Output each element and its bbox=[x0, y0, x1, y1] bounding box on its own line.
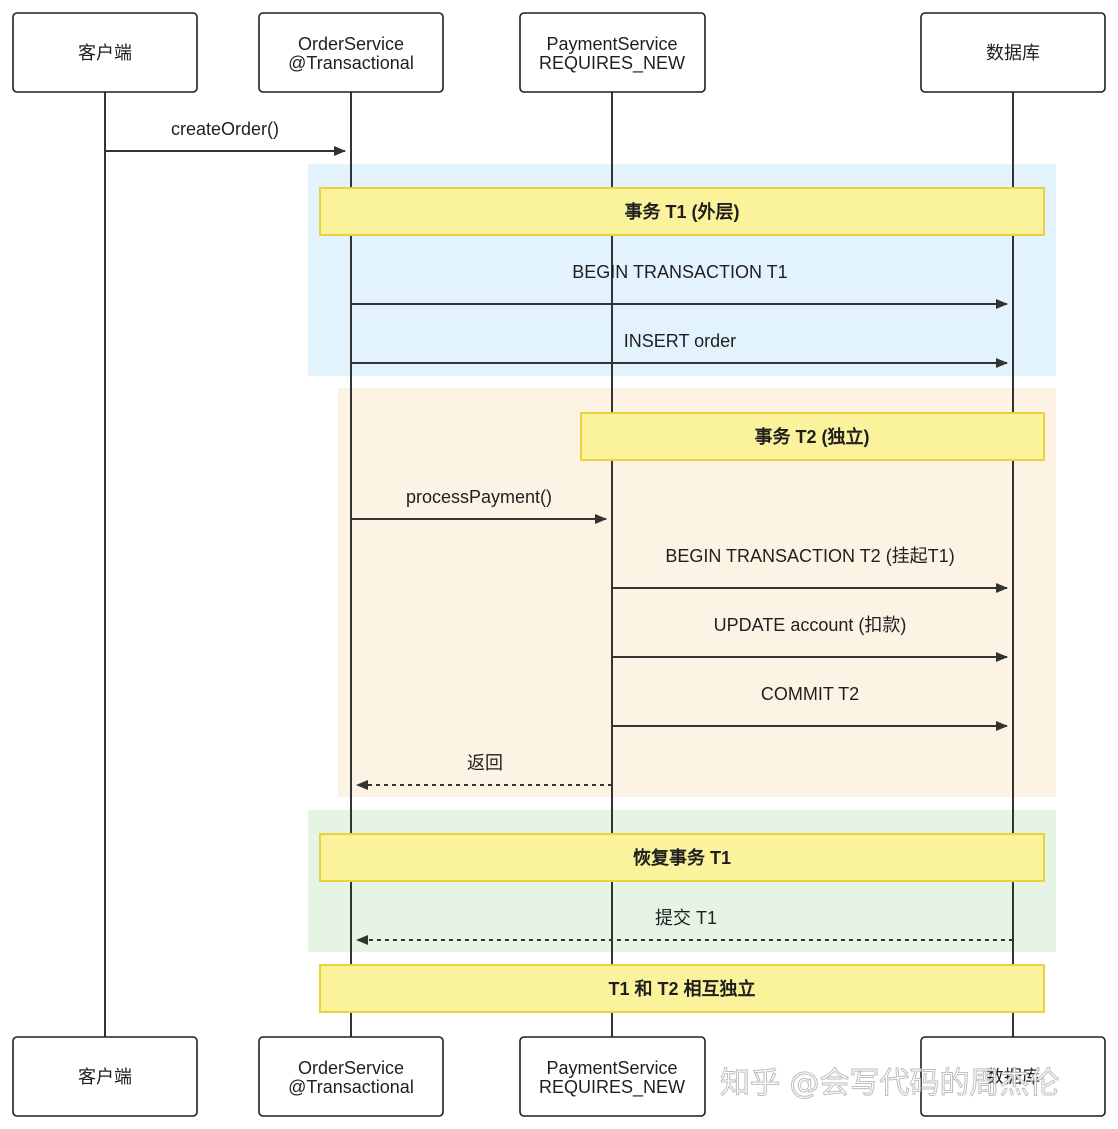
watermark: 知乎 @会写代码的周杰伦 bbox=[720, 1066, 1060, 1101]
note-t1-t2-independent: T1 和 T2 相互独立 bbox=[319, 964, 1045, 1013]
actor-label: 数据库 bbox=[986, 1067, 1040, 1087]
message-process-payment: processPayment() bbox=[351, 487, 607, 524]
message-label: INSERT order bbox=[624, 331, 736, 351]
note-label: 恢复事务 T1 bbox=[633, 847, 731, 868]
message-commit-t2: COMMIT T2 bbox=[612, 684, 1008, 731]
note-label: 事务 T2 (独立) bbox=[755, 426, 870, 447]
message-begin-t2: BEGIN TRANSACTION T2 (挂起T1) bbox=[612, 546, 1008, 593]
note-resume-t1: 恢复事务 T1 bbox=[319, 833, 1045, 882]
message-label: 返回 bbox=[467, 753, 503, 773]
message-label: UPDATE account (扣款) bbox=[714, 615, 907, 635]
actor-database-top: 数据库 bbox=[920, 12, 1106, 93]
actor-client-bottom: 客户端 bbox=[12, 1036, 198, 1117]
actor-label: 数据库 bbox=[986, 43, 1040, 63]
note-t2-independent: 事务 T2 (独立) bbox=[580, 412, 1045, 461]
actor-label-line1: PaymentService bbox=[546, 34, 677, 54]
actor-order-service-top: OrderService @Transactional bbox=[258, 12, 444, 93]
actor-label-line2: @Transactional bbox=[288, 53, 414, 73]
actor-client-top: 客户端 bbox=[12, 12, 198, 93]
actor-label: 客户端 bbox=[78, 1067, 132, 1087]
note-label: 事务 T1 (外层) bbox=[625, 201, 740, 222]
actor-label-line1: OrderService bbox=[298, 34, 404, 54]
actor-label-line2: REQUIRES_NEW bbox=[539, 1077, 685, 1098]
message-label: BEGIN TRANSACTION T2 (挂起T1) bbox=[665, 546, 954, 566]
message-label: createOrder() bbox=[171, 119, 279, 139]
message-commit-t1: 提交 T1 bbox=[356, 908, 1013, 945]
note-t1-outer: 事务 T1 (外层) bbox=[319, 187, 1045, 236]
actor-payment-service-bottom: PaymentService REQUIRES_NEW bbox=[519, 1036, 706, 1117]
message-label: BEGIN TRANSACTION T1 bbox=[572, 262, 787, 282]
actor-payment-service-top: PaymentService REQUIRES_NEW bbox=[519, 12, 706, 93]
message-return: 返回 bbox=[356, 753, 612, 790]
actor-label: 客户端 bbox=[78, 43, 132, 63]
actor-label-line1: OrderService bbox=[298, 1058, 404, 1078]
actor-database-bottom: 数据库 bbox=[920, 1036, 1106, 1117]
note-label: T1 和 T2 相互独立 bbox=[608, 978, 755, 999]
message-label: processPayment() bbox=[406, 487, 552, 507]
message-create-order: createOrder() bbox=[105, 119, 346, 156]
actor-order-service-bottom: OrderService @Transactional bbox=[258, 1036, 444, 1117]
message-label: 提交 T1 bbox=[655, 908, 717, 928]
message-update-account: UPDATE account (扣款) bbox=[612, 615, 1008, 662]
message-label: COMMIT T2 bbox=[761, 684, 859, 704]
message-begin-t1: BEGIN TRANSACTION T1 bbox=[351, 262, 1008, 309]
message-insert-order: INSERT order bbox=[351, 331, 1008, 368]
actor-label-line1: PaymentService bbox=[546, 1058, 677, 1078]
actor-label-line2: @Transactional bbox=[288, 1077, 414, 1097]
actor-label-line2: REQUIRES_NEW bbox=[539, 53, 685, 74]
